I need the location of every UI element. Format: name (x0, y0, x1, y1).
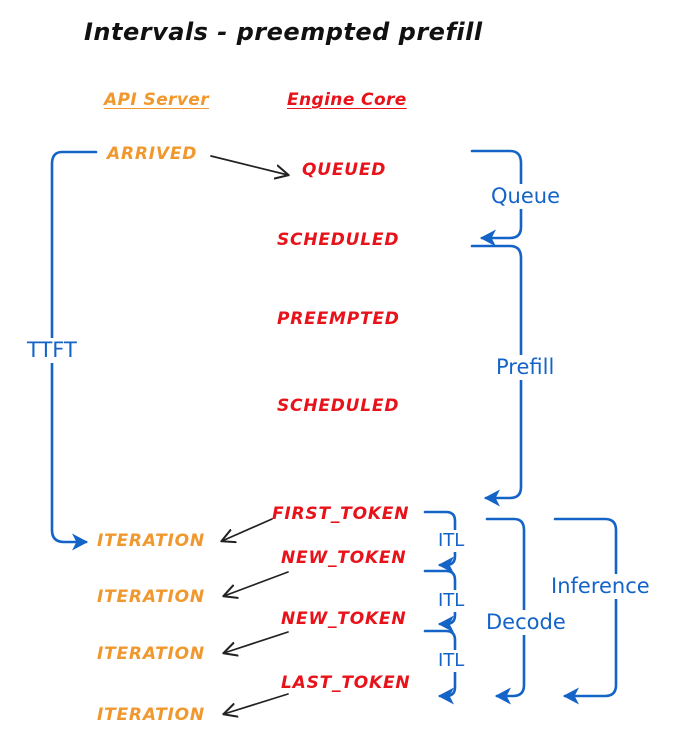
arrow-arrived-to-queued (210, 155, 288, 175)
decode-bracket (485, 517, 526, 705)
inference-bracket (553, 517, 618, 705)
arrow-new-token-to-iteration-2 (224, 631, 289, 653)
event-preempted: PREEMPTED (277, 309, 400, 329)
interval-label-itl-2: ITL (434, 590, 469, 612)
arrow-first-token-to-iteration (222, 518, 273, 541)
interval-label-queue: Queue (487, 184, 564, 209)
event-new-token-1: NEW_TOKEN (281, 548, 407, 568)
column-header-engine-core: Engine Core (287, 90, 407, 110)
interval-label-prefill: Prefill (492, 355, 559, 380)
interval-label-decode: Decode (482, 610, 570, 635)
event-last-token: LAST_TOKEN (281, 673, 411, 693)
interval-label-itl-3: ITL (434, 650, 469, 672)
page-title: Intervals - preempted prefill (84, 18, 483, 46)
event-iteration-2: ITERATION (97, 587, 205, 607)
interval-label-inference: Inference (547, 574, 654, 599)
event-iteration-1: ITERATION (97, 531, 205, 551)
event-scheduled-2: SCHEDULED (277, 396, 400, 416)
arrow-last-token-to-iteration-3 (224, 693, 289, 714)
arrow-new-token-to-iteration-1 (224, 571, 289, 596)
interval-label-ttft: TTFT (23, 338, 81, 363)
event-iteration-4: ITERATION (97, 705, 205, 725)
event-first-token: FIRST_TOKEN (272, 504, 410, 524)
column-header-api-server: API Server (104, 90, 210, 110)
interval-label-itl-1: ITL (434, 530, 469, 552)
event-scheduled-1: SCHEDULED (277, 230, 400, 250)
event-iteration-3: ITERATION (97, 644, 205, 664)
event-queued: QUEUED (302, 160, 387, 180)
event-new-token-2: NEW_TOKEN (281, 609, 407, 629)
event-arrived: ARRIVED (107, 144, 198, 164)
